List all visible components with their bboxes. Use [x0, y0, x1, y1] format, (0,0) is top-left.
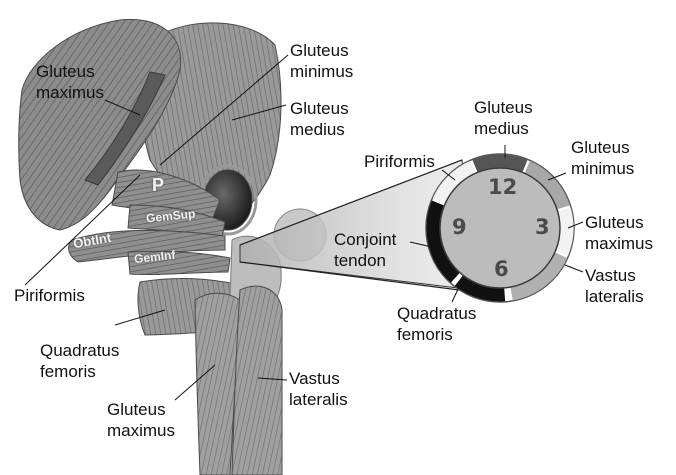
vastus-lateralis-muscle: [232, 286, 282, 475]
clock-number-9: 9: [452, 215, 467, 239]
clock-label-gluteus-medius: Gluteus medius: [474, 97, 533, 139]
leader-clock-vastus-lateralis: [565, 265, 583, 272]
label-vastus-lateralis-bottom: Vastus lateralis: [289, 368, 348, 410]
ring-segment-gluteus-maximus: [562, 210, 567, 254]
label-gluteus-minimus-top: Gluteus minimus: [290, 40, 353, 82]
label-quadratus-femoris-left: Quadratus femoris: [40, 340, 119, 382]
clock-label-vastus-lateralis: Vastus lateralis: [585, 265, 644, 307]
label-piriformis-left: Piriformis: [14, 285, 85, 306]
label-gluteus-medius-top: Gluteus medius: [290, 98, 349, 140]
ring-segment-gluteus-medius: [475, 161, 525, 166]
clock-number-3: 3: [535, 215, 550, 239]
clock-label-gluteus-maximus: Gluteus maximus: [585, 212, 653, 254]
clock-number-6: 6: [494, 257, 509, 281]
piriformis-abbrev: P: [152, 175, 164, 196]
clock-label-piriformis: Piriformis: [364, 151, 435, 172]
label-gluteus-maximus-bottom: Gluteus maximus: [107, 399, 175, 441]
clock-label-conjoint-tendon: Conjoint tendon: [334, 229, 396, 271]
clock-label-quadratus-femoris: Quadratus femoris: [397, 303, 476, 345]
label-gluteus-maximus-top: Gluteus maximus: [36, 61, 104, 103]
clock-label-gluteus-minimus: Gluteus minimus: [571, 137, 634, 179]
clock-number-12: 12: [488, 175, 517, 199]
